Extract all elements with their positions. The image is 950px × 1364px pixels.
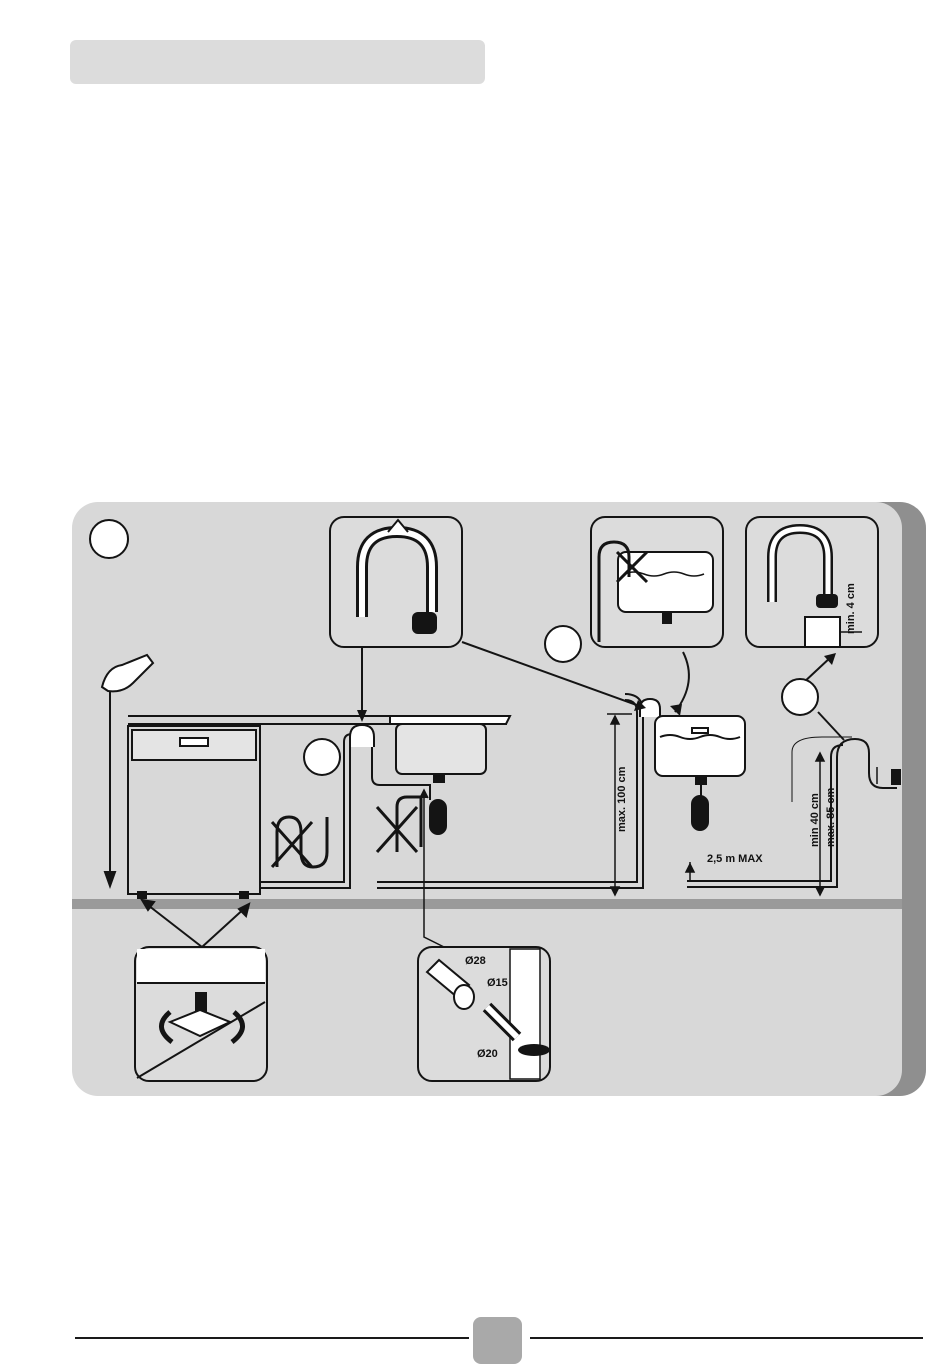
section-title-bar [70,40,485,84]
siphon-detail-inset [418,947,550,1081]
step-circle-sink [545,626,581,662]
label-min-4: min. 4 cm [845,583,857,634]
label-hose-length: 2,5 m MAX [707,853,763,865]
step-circle-siphon [782,679,818,715]
inset-hook [330,517,462,647]
label-max-85: max. 85 cm [825,787,837,847]
label-d20: Ø20 [477,1048,498,1060]
inset-min-4 [746,517,878,647]
footer-line-left [75,1337,469,1339]
label-min-40: min 40 cm [809,793,821,847]
label-max-100: max. 100 cm [616,766,628,832]
step-circle-main [90,520,128,558]
dishwasher-icon [128,726,260,898]
floor-line [72,899,902,909]
label-d28: Ø28 [465,955,486,967]
hose-hook-icon [350,725,374,747]
page-number-badge [473,1317,522,1364]
installation-diagram: max. 100 cm [72,502,926,1096]
footer-line-right [530,1337,923,1339]
inset-sink-wrong [591,517,723,647]
leveling-foot-icon [135,947,267,1081]
step-circle-hook [304,739,340,775]
label-d15: Ø15 [487,977,508,989]
